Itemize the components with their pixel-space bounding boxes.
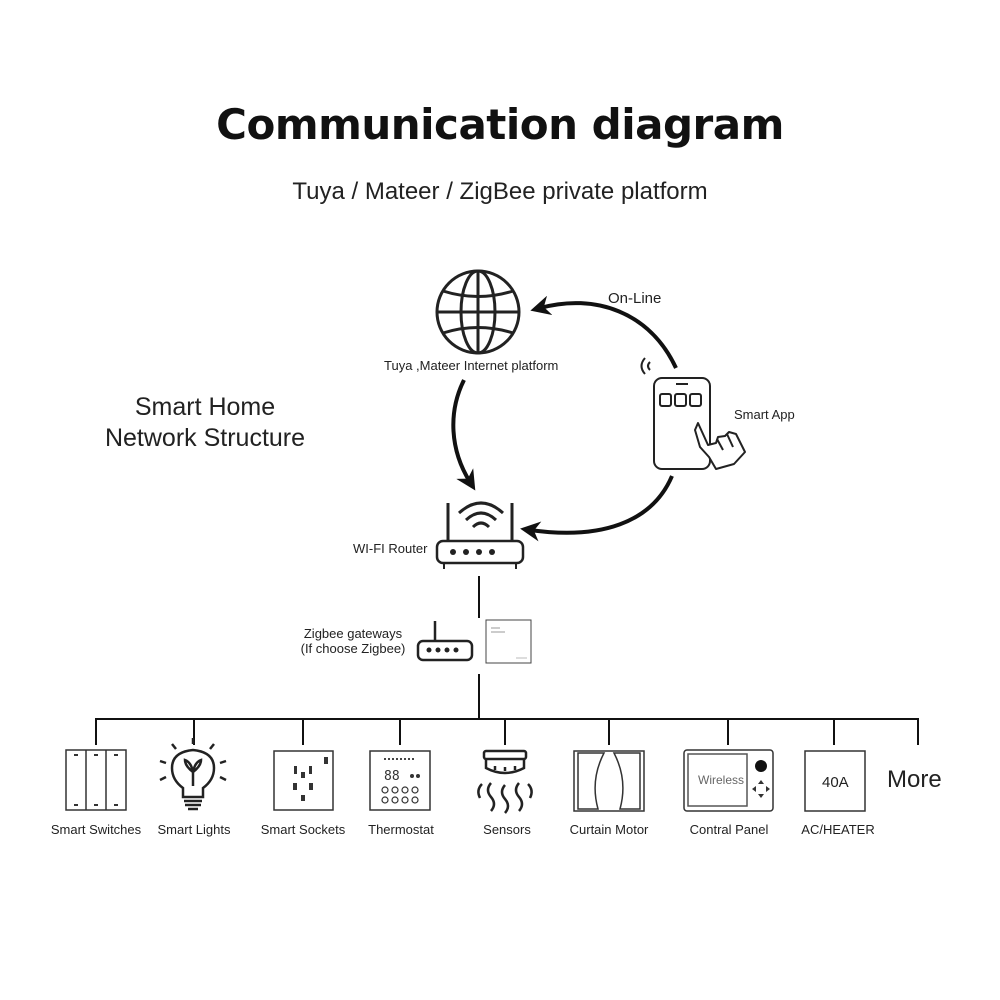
smart-app-label: Smart App bbox=[734, 407, 795, 422]
hand-tap-icon bbox=[694, 422, 746, 470]
thermostat-icon: 88 bbox=[369, 750, 431, 811]
diagram-title: Communication diagram bbox=[216, 100, 784, 149]
wifi-router-icon bbox=[435, 501, 525, 569]
router-arc-arrow bbox=[520, 475, 674, 542]
device-label-smart-lights: Smart Lights bbox=[157, 822, 231, 837]
structure-label: Smart Home Network Structure bbox=[60, 392, 350, 454]
device-label-control-panel: Contral Panel bbox=[689, 822, 769, 837]
internet-platform-label: Tuya ,Mateer Internet platform bbox=[384, 358, 559, 373]
zigbee-gateway-label-line-2: (If choose Zigbee) bbox=[300, 641, 406, 656]
svg-text:88: 88 bbox=[384, 769, 400, 784]
device-label-ac-heater: AC/HEATER bbox=[801, 822, 875, 837]
device-label-smart-switches: Smart Switches bbox=[50, 822, 142, 837]
socket-icon bbox=[273, 750, 334, 811]
device-bus bbox=[95, 718, 919, 745]
panel-wireless-text: Wireless bbox=[698, 773, 745, 787]
phone-signal-icon bbox=[640, 357, 651, 375]
online-label: On-Line bbox=[608, 290, 662, 307]
download-arc-arrow bbox=[451, 379, 476, 491]
light-bulb-icon bbox=[159, 738, 227, 811]
device-label-thermostat: Thermostat bbox=[368, 822, 434, 837]
structure-label-line-2: Network Structure bbox=[104, 424, 306, 452]
online-arc-arrow bbox=[530, 295, 678, 369]
curtain-icon bbox=[573, 750, 645, 812]
smartphone-icon bbox=[653, 377, 711, 470]
wifi-router-label: WI-FI Router bbox=[353, 541, 428, 556]
device-label-sensors: Sensors bbox=[483, 822, 531, 837]
switch-panel-icon bbox=[65, 749, 127, 811]
zigbee-gateway-label: Zigbee gateways (If choose Zigbee) bbox=[298, 626, 408, 656]
zigbee-hub-icon bbox=[485, 619, 532, 664]
zigbee-gateway-label-line-1: Zigbee gateways bbox=[303, 626, 403, 641]
heater-amp-text: 40A bbox=[822, 774, 849, 791]
diagram-subtitle: Tuya / Mateer / ZigBee private platform bbox=[292, 178, 708, 205]
more-label: More bbox=[887, 766, 942, 793]
device-label-smart-sockets: Smart Sockets bbox=[260, 822, 346, 837]
ac-heater-icon bbox=[804, 750, 866, 812]
device-label-curtain-motor: Curtain Motor bbox=[569, 822, 649, 837]
globe-icon bbox=[435, 269, 521, 355]
structure-label-line-1: Smart Home bbox=[134, 393, 276, 421]
control-panel-icon bbox=[683, 749, 774, 812]
smoke-sensor-icon bbox=[477, 749, 533, 814]
zigbee-gateway-icon bbox=[416, 621, 474, 662]
